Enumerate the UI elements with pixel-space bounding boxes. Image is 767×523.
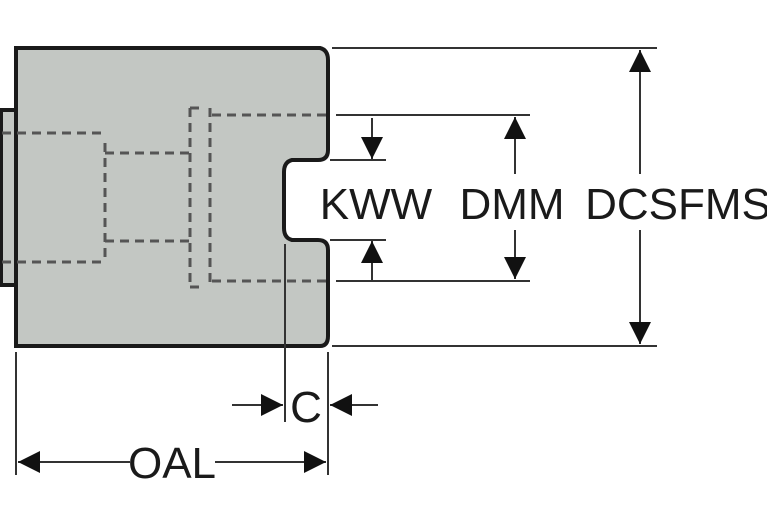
c-label: C <box>290 383 322 432</box>
extension-lines <box>15 47 657 475</box>
dmm-label: DMM <box>459 180 564 229</box>
dcsfms-label: DCSFMS <box>585 180 767 229</box>
hidden-bore-lines <box>2 106 328 289</box>
kww-label: KWW <box>320 180 433 229</box>
oal-label: OAL <box>128 439 216 488</box>
cutter-body <box>14 46 330 348</box>
